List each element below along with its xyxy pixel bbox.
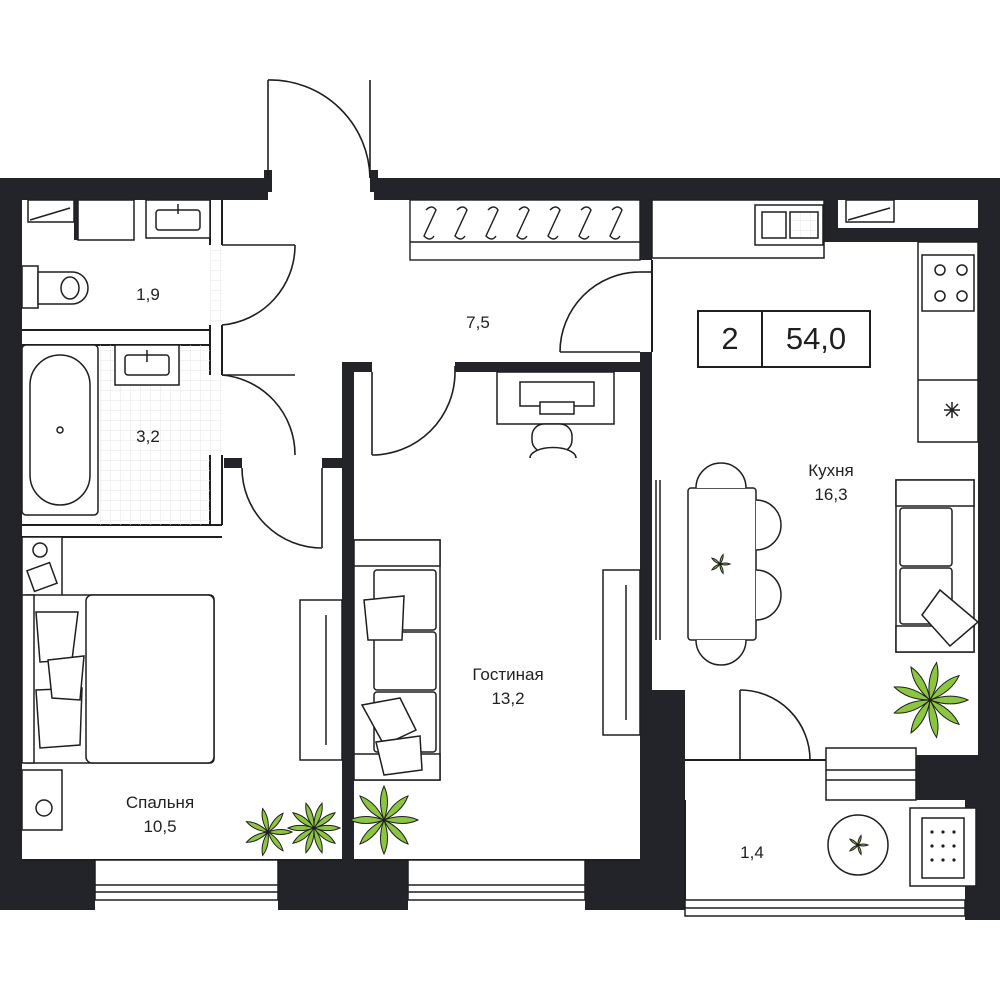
cushion-dot xyxy=(941,844,945,848)
hanger-icon xyxy=(423,206,437,240)
plant-icon xyxy=(348,784,420,856)
hall-wardrobe xyxy=(409,199,641,261)
living-area: 13,2 xyxy=(491,689,525,708)
bedroom-door[interactable] xyxy=(241,467,323,549)
cushion-dot xyxy=(930,830,934,834)
kitchen-sofa xyxy=(895,479,980,653)
living-name: Гостиная xyxy=(472,665,544,684)
plant-icon xyxy=(710,553,732,575)
hanger-icon xyxy=(516,206,530,240)
cushion-dot xyxy=(930,858,934,862)
bedroom-area: 10,5 xyxy=(143,817,177,836)
living-door[interactable] xyxy=(371,366,456,456)
toilet xyxy=(21,265,39,309)
bedroom-window xyxy=(94,859,279,901)
cushion-dot xyxy=(952,830,956,834)
cushion-dot xyxy=(952,858,956,862)
desk xyxy=(496,371,615,459)
kitchen-name: Кухня xyxy=(808,461,854,480)
bathroom-door[interactable] xyxy=(221,374,296,456)
living-window xyxy=(407,859,586,901)
balcony-area: 1,4 xyxy=(740,843,764,862)
hanger-icon xyxy=(547,206,561,240)
apartment-summary: 2 54,0 xyxy=(697,310,871,368)
windows xyxy=(27,199,966,917)
exterior-walls xyxy=(0,170,1000,920)
bathroom-area: 3,2 xyxy=(136,427,160,446)
bedroom-wardrobe xyxy=(299,599,343,761)
living-furniture xyxy=(353,371,641,781)
hanger-icon xyxy=(578,206,592,240)
plant-icon xyxy=(286,802,342,854)
balcony-door[interactable] xyxy=(739,689,811,761)
hanger-icon xyxy=(485,206,499,240)
wc-door[interactable] xyxy=(221,244,296,326)
bathroom-fixtures xyxy=(21,344,180,516)
room-count: 2 xyxy=(699,312,763,366)
cushion-dot xyxy=(952,844,956,848)
cushion-dot xyxy=(941,858,945,862)
cooktop xyxy=(921,254,975,312)
living-sofa xyxy=(353,539,441,781)
wc-tiles xyxy=(210,245,222,325)
wc-fixtures xyxy=(21,199,211,309)
bedroom-name: Спальня xyxy=(125,793,195,812)
total-area: 54,0 xyxy=(785,321,847,356)
plant-icon xyxy=(848,834,870,856)
entrance-door[interactable] xyxy=(267,79,371,179)
kitchen-area: 16,3 xyxy=(814,485,848,504)
balcony-rail xyxy=(825,747,917,801)
hanger-icon xyxy=(609,206,623,240)
plant-icon xyxy=(893,661,970,739)
balcony-furniture xyxy=(827,807,977,887)
bedroom-furniture xyxy=(21,536,343,831)
hall-area: 7,5 xyxy=(466,313,490,332)
bathroom-tiles-2 xyxy=(210,375,222,455)
living-wardrobe xyxy=(602,569,641,736)
cushion-dot xyxy=(941,830,945,834)
plant-icon xyxy=(245,807,294,857)
kitchen-fixtures xyxy=(651,199,980,666)
doors xyxy=(221,79,811,761)
armchair xyxy=(909,807,977,887)
cushion-dot xyxy=(930,844,934,848)
plants xyxy=(245,553,970,857)
wc-area: 1,9 xyxy=(136,285,160,304)
hanger-icon xyxy=(454,206,468,240)
kitchen-door[interactable] xyxy=(559,271,652,353)
